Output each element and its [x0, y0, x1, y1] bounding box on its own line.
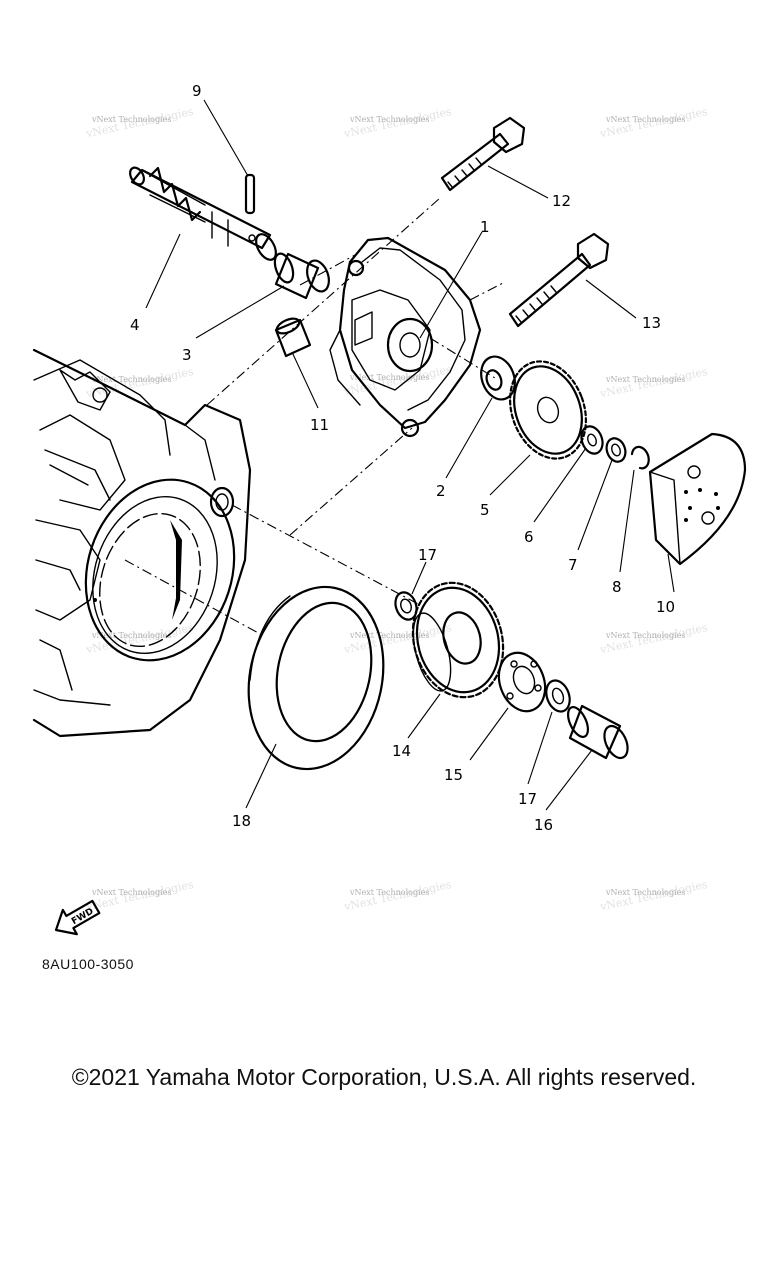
callout-14: 14: [392, 742, 411, 760]
part-10-plate: [648, 432, 747, 566]
part-9-pin: [244, 173, 256, 215]
watermark: vNext Technologies vNext Technologies: [84, 621, 195, 657]
leader-lines: [145, 99, 675, 811]
part-17-washer-lower: [545, 679, 571, 713]
callout-5: 5: [480, 501, 490, 519]
watermark: vNext Technologies vNext Technologies: [598, 105, 709, 141]
watermark-text: vNext Technologies: [91, 631, 171, 640]
part-13-bolt: [508, 232, 610, 328]
watermark: vNext Technologies vNext Technologies: [598, 878, 709, 914]
callout-9: 9: [192, 82, 202, 100]
part-16-shaft: [566, 704, 629, 760]
callout-4: 4: [130, 316, 140, 334]
watermark-text: vNext Technologies: [605, 115, 685, 124]
watermark-text: vNext Technologies: [605, 888, 685, 897]
callout-1: 1: [480, 218, 490, 236]
watermark: vNext Technologies vNext Technologies: [598, 621, 709, 657]
watermark: vNext Technologies vNext Technologies: [342, 105, 453, 141]
callout-10: 10: [656, 598, 675, 616]
watermark: vNext Technologies vNext Technologies: [342, 621, 453, 657]
watermark-text: vNext Technologies: [349, 888, 429, 897]
callout-3: 3: [182, 346, 192, 364]
watermark: vNext Technologies vNext Technologies: [342, 878, 453, 914]
diagram-code: 8AU100-3050: [42, 956, 134, 972]
callout-17-lower: 17: [518, 790, 537, 808]
callout-7: 7: [568, 556, 578, 574]
fwd-label: FWD: [70, 907, 95, 927]
callout-2: 2: [436, 482, 446, 500]
watermark: vNext Technologies vNext Technologies: [84, 878, 195, 914]
watermark-text: vNext Technologies: [91, 375, 171, 384]
crankcase-housing: [32, 348, 252, 738]
part-5-gear: [508, 360, 588, 460]
part-3-bushing: [273, 252, 330, 300]
watermark: vNext Technologies vNext Technologies: [342, 363, 453, 399]
watermark-text: vNext Technologies: [349, 631, 429, 640]
watermark: vNext Technologies vNext Technologies: [84, 105, 195, 141]
watermark-text: vNext Technologies: [349, 373, 429, 382]
part-17-washer-upper: [394, 591, 418, 621]
part-14-gear: [411, 581, 505, 699]
callout-16: 16: [534, 816, 553, 834]
watermark-text: vNext Technologies: [91, 115, 171, 124]
watermark-text: vNext Technologies: [605, 631, 685, 640]
part-11-dowel: [274, 317, 312, 358]
part-4-worm-shaft: [129, 166, 277, 261]
copyright-notice: ©2021 Yamaha Motor Corporation, U.S.A. A…: [71, 1064, 697, 1090]
callout-18: 18: [232, 812, 251, 830]
callout-6: 6: [524, 528, 534, 546]
watermark: vNext Technologies vNext Technologies: [598, 365, 709, 401]
part-15-bearing: [497, 651, 547, 713]
part-7-washer: [605, 437, 627, 463]
watermark-text: vNext Technologies: [605, 375, 685, 384]
assembly-lines: [124, 197, 506, 636]
callout-labels: 9 4 3 11 1 12 13 2 5 6 7 8 10 17 14 15 1…: [130, 82, 675, 834]
part-8-circlip: [630, 445, 650, 470]
watermarks: vNext Technologies vNext Technologies vN…: [84, 105, 709, 914]
part-12-bolt: [440, 116, 526, 192]
callout-11: 11: [310, 416, 329, 434]
callout-8: 8: [612, 578, 622, 596]
callout-17-upper: 17: [418, 546, 437, 564]
part-1-cover: [329, 236, 482, 438]
part-2-oil-seal: [480, 355, 516, 401]
part-18-large-seal: [247, 585, 385, 771]
exploded-parts-diagram: vNext Technologies vNext Technologies vN…: [32, 82, 747, 936]
callout-13: 13: [642, 314, 661, 332]
watermark-text: vNext Technologies: [91, 888, 171, 897]
callout-12: 12: [552, 192, 571, 210]
callout-15: 15: [444, 766, 463, 784]
watermark-text: vNext Technologies: [349, 115, 429, 124]
part-6-washer: [580, 425, 604, 455]
